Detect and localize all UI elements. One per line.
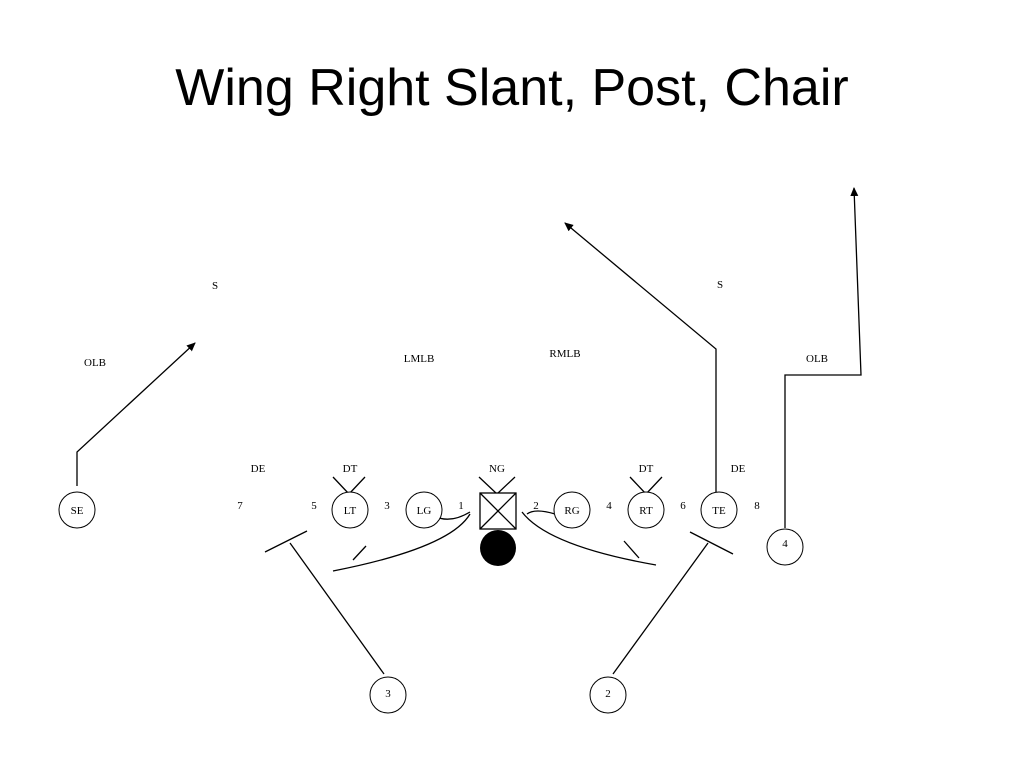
rg-pull-block-line [526, 510, 556, 515]
center-right-block-tbar [623, 540, 640, 559]
back3-block-tbar [264, 530, 308, 553]
back2-block-line [612, 542, 709, 675]
dt-left-mark [332, 476, 366, 495]
chair-route [784, 187, 862, 528]
player-back-3: 3 [369, 676, 407, 714]
lt-label: LT [344, 505, 357, 517]
player-lt: LT [331, 491, 369, 529]
te-post-route [564, 222, 717, 494]
gap-8: 8 [754, 500, 760, 512]
back3-block-line [289, 542, 385, 675]
quarterback [480, 530, 516, 566]
se-label: SE [71, 505, 84, 517]
gap-4: 4 [606, 500, 612, 512]
ng-mark [478, 476, 516, 495]
dt-right-mark [629, 476, 663, 495]
safety-left-label: S [212, 280, 218, 292]
lg-label: LG [417, 505, 432, 517]
player-back-2: 2 [589, 676, 627, 714]
se-slant-route [76, 342, 196, 486]
gap-1: 1 [458, 500, 464, 512]
rmlb-label: RMLB [549, 348, 580, 360]
ng-label: NG [489, 463, 505, 475]
de-right-label: DE [731, 463, 746, 475]
player-rt: RT [627, 491, 665, 529]
player-lg: LG [405, 491, 443, 529]
center-left-block-tbar [352, 545, 367, 561]
center-left-block-line [332, 513, 471, 572]
gap-2: 2 [533, 500, 539, 512]
te-label: TE [712, 505, 726, 517]
de-left-label: DE [251, 463, 266, 475]
gap-7: 7 [237, 500, 243, 512]
player-te: TE [700, 491, 738, 529]
diagram-title: Wing Right Slant, Post, Chair [175, 59, 849, 117]
player-rg: RG [553, 491, 591, 529]
player-back-4: 4 [766, 528, 804, 566]
player-center [479, 492, 517, 530]
gap-5: 5 [311, 500, 317, 512]
lmlb-label: LMLB [404, 353, 435, 365]
back-2-label: 2 [605, 688, 611, 700]
rt-label: RT [639, 505, 653, 517]
dt-right-label: DT [639, 463, 654, 475]
back-4-label: 4 [782, 538, 788, 550]
olb-left-label: OLB [84, 357, 106, 369]
olb-right-label: OLB [806, 353, 828, 365]
back-3-label: 3 [385, 688, 391, 700]
safety-right-label: S [717, 279, 723, 291]
gap-6: 6 [680, 500, 686, 512]
back2-block-tbar [689, 531, 734, 555]
player-se: SE [58, 491, 96, 529]
gap-3: 3 [384, 500, 390, 512]
center-right-block-line [521, 511, 657, 566]
dt-left-label: DT [343, 463, 358, 475]
rg-label: RG [564, 505, 579, 517]
